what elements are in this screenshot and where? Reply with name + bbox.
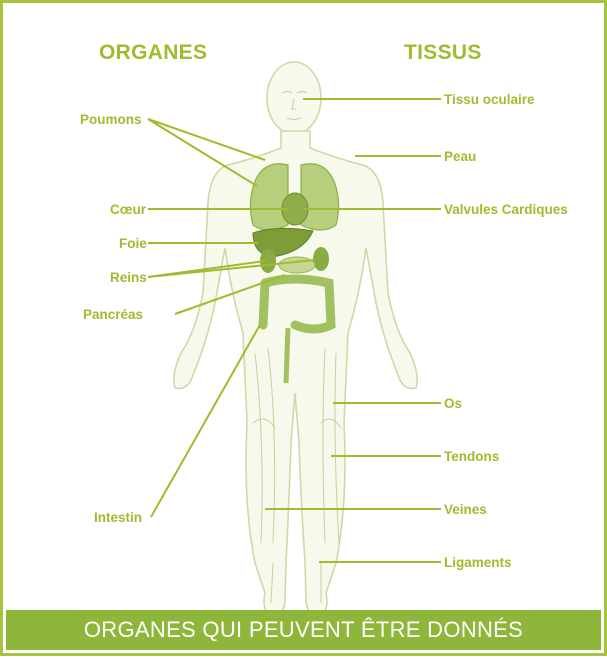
label-skin: Peau (444, 149, 476, 165)
label-intestine: Intestin (94, 510, 142, 526)
footer-title: ORGANES QUI PEUVENT ÊTRE DONNÉS (84, 617, 523, 643)
body-silhouette (174, 62, 417, 615)
label-heart: Cœur (110, 202, 146, 218)
label-ligaments: Ligaments (444, 555, 512, 571)
label-bone: Os (444, 396, 462, 412)
tissues-heading: TISSUS (404, 41, 482, 65)
footer-banner: ORGANES QUI PEUVENT ÊTRE DONNÉS (6, 610, 601, 650)
organs-heading: ORGANES (99, 41, 207, 65)
kidney-right-shape (313, 247, 329, 271)
label-heart-valves: Valvules Cardiques (444, 202, 568, 218)
label-kidneys: Reins (110, 270, 147, 286)
label-veins: Veines (444, 502, 487, 518)
label-tendons: Tendons (444, 449, 499, 465)
label-eye-tissue: Tissu oculaire (444, 92, 535, 108)
pancreas-shape (279, 257, 315, 273)
label-pancreas: Pancréas (83, 307, 143, 323)
label-liver: Foie (119, 236, 147, 252)
label-lungs: Poumons (80, 112, 142, 128)
